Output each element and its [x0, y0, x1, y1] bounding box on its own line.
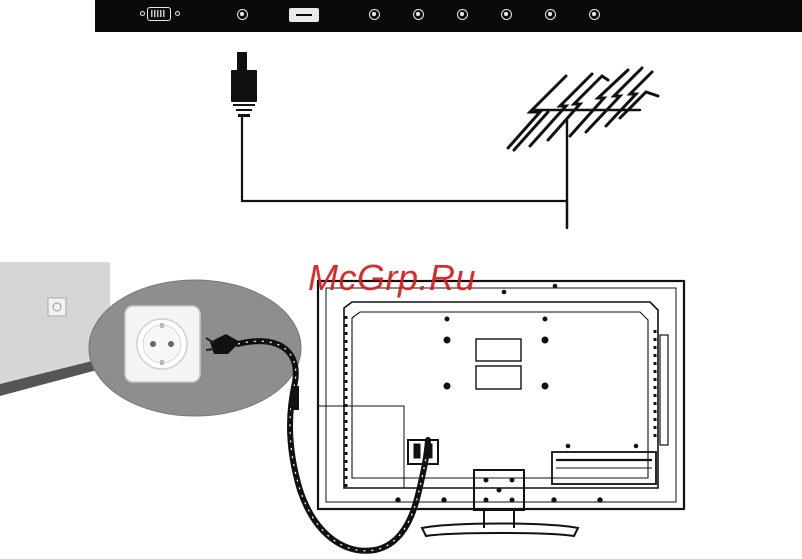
antenna-cable	[242, 117, 567, 228]
power-socket-zoom	[89, 280, 301, 416]
watermark: McGrp.Ru	[308, 257, 476, 299]
outdoor-antenna	[508, 68, 658, 228]
antenna-plug	[231, 52, 257, 117]
tv-rear-view	[318, 281, 684, 536]
